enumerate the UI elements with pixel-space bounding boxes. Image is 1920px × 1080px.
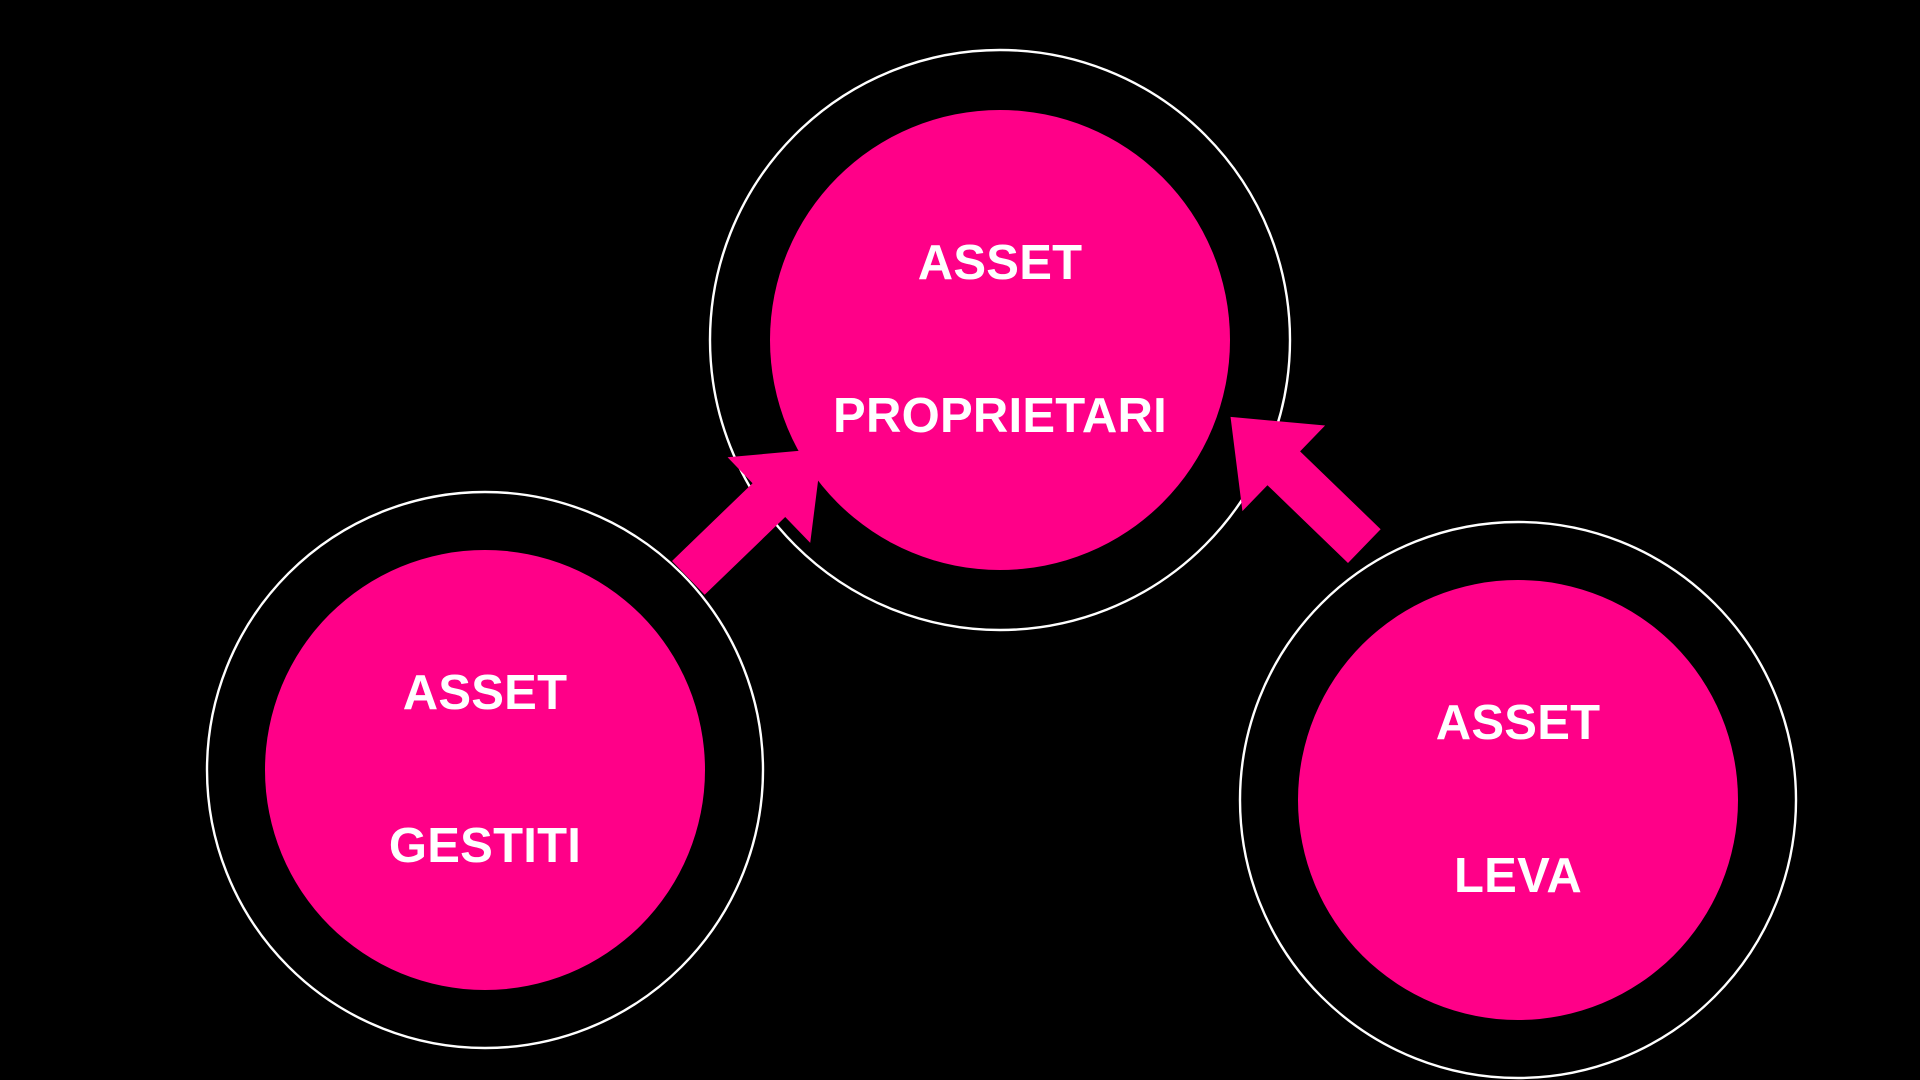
node-asset-gestiti[interactable]	[205, 490, 765, 1050]
arrow-leva-to-proprietari-shape	[1230, 416, 1381, 563]
node-asset-leva-ring	[1238, 520, 1798, 1080]
arrow-gestiti-to-proprietari	[672, 448, 823, 595]
node-asset-proprietari-disc	[770, 110, 1230, 570]
arrow-leva-to-proprietari	[1230, 416, 1381, 563]
node-asset-proprietari-ring	[708, 48, 1292, 632]
node-asset-proprietari[interactable]	[708, 48, 1292, 632]
arrow-gestiti-to-proprietari-shape	[672, 448, 823, 595]
node-asset-gestiti-ring	[205, 490, 765, 1050]
node-asset-leva[interactable]	[1238, 520, 1798, 1080]
node-asset-gestiti-disc	[265, 550, 705, 990]
node-asset-leva-disc	[1298, 580, 1738, 1020]
